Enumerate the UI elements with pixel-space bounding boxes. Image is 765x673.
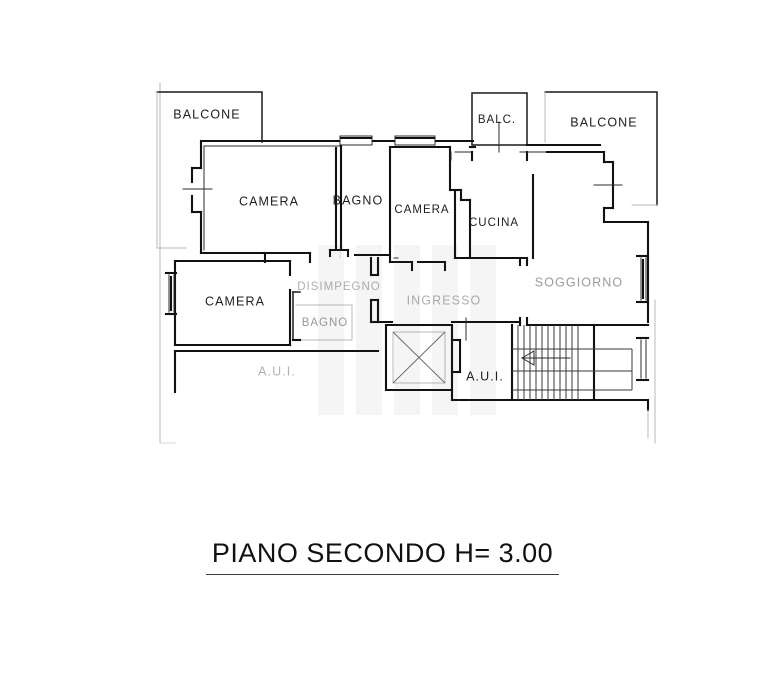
room-soggiorno-walls — [518, 150, 650, 327]
room-label-soggiorno: SOGGIORNO — [535, 275, 623, 289]
room-label-bagno-2: BAGNO — [302, 317, 349, 329]
window-soggiorno-right — [635, 254, 650, 304]
outer-boundary-faint — [159, 82, 656, 444]
room-camera-3-walls — [164, 259, 292, 347]
room-label-ingresso: INGRESSO — [407, 293, 482, 307]
hall-walls — [369, 256, 522, 341]
balcony-left — [156, 91, 263, 249]
room-bagno-2-walls — [291, 291, 353, 342]
room-labels: BALCONE BALC. BALCONE CAMERA BAGNO CAMER… — [173, 107, 637, 383]
window-openings-top — [339, 135, 436, 146]
window-bagno — [339, 135, 373, 146]
room-label-balcone-right: BALCONE — [570, 115, 637, 129]
room-label-aui-left: A.U.I. — [258, 364, 296, 378]
room-label-disimpegno: DISIMPEGNO — [297, 281, 380, 293]
room-label-balcone-mid: BALC. — [478, 114, 516, 126]
window-stair-right — [635, 336, 650, 382]
room-camera-1-walls — [199, 145, 341, 264]
elevator-shaft — [384, 323, 462, 392]
room-camera-2-walls — [388, 145, 472, 272]
page-title: PIANO SECONDO H= 3.00 — [205, 538, 560, 575]
window-camera2 — [394, 135, 436, 146]
room-label-aui-right: A.U.I. — [466, 369, 504, 383]
plan-title-block: PIANO SECONDO H= 3.00 — [0, 538, 765, 575]
room-label-camera-2: CAMERA — [394, 204, 449, 216]
room-label-bagno-1: BAGNO — [333, 193, 384, 207]
staircase — [510, 323, 650, 402]
room-cucina-walls — [450, 145, 548, 267]
room-bagno-1-walls — [328, 144, 391, 258]
room-label-camera-3: CAMERA — [205, 294, 265, 308]
window-camera-3-left — [164, 271, 178, 316]
aui-zone-walls — [173, 349, 650, 439]
room-label-camera-1: CAMERA — [239, 194, 299, 208]
balcony-right — [544, 91, 658, 206]
room-label-cucina: CUCINA — [469, 217, 519, 229]
stair-direction-arrow — [521, 350, 571, 366]
room-label-balcone-left: BALCONE — [173, 107, 240, 121]
